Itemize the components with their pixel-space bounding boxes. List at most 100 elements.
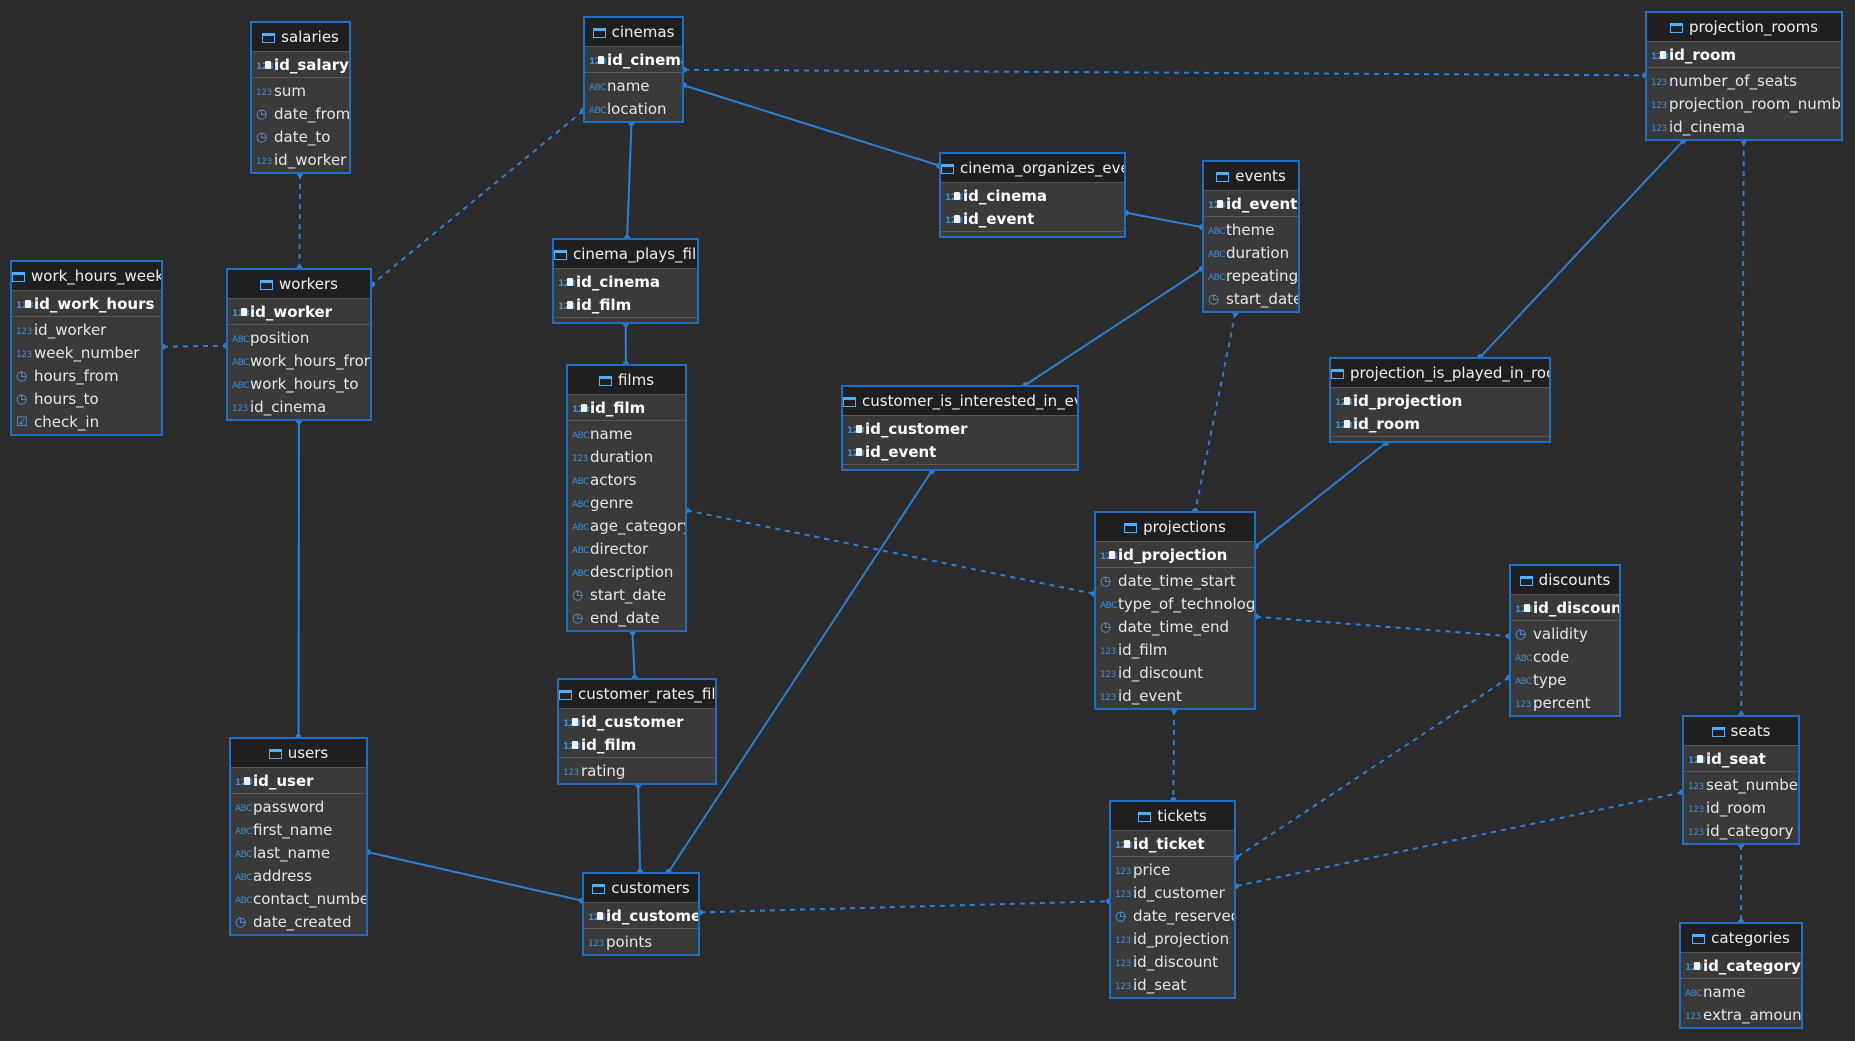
entity-customers[interactable]: customersid_customerpoints bbox=[582, 872, 700, 956]
column-row[interactable]: id_worker bbox=[252, 149, 349, 172]
relation-work-hours-weekly-to-workers[interactable] bbox=[163, 346, 226, 347]
column-row[interactable]: end_date bbox=[568, 607, 685, 630]
relation-seats-to-tickets[interactable] bbox=[1236, 792, 1682, 886]
relation-projection-is-played-in-room-to-projections[interactable] bbox=[1256, 443, 1386, 546]
column-row[interactable]: repeating bbox=[1204, 265, 1298, 288]
primary-key-column[interactable]: id_user bbox=[231, 770, 366, 793]
primary-key-column[interactable]: id_category bbox=[1681, 955, 1801, 978]
relation-events-to-customer-is-interested-in-event[interactable] bbox=[1025, 269, 1202, 385]
column-row[interactable]: description bbox=[568, 561, 685, 584]
column-row[interactable]: duration bbox=[1204, 242, 1298, 265]
column-row[interactable]: id_cinema bbox=[1647, 116, 1841, 139]
entity-header[interactable]: customers bbox=[584, 874, 698, 903]
primary-key-column[interactable]: id_seat bbox=[1684, 748, 1798, 771]
entity-header[interactable]: customer_is_interested_in_event bbox=[843, 387, 1077, 416]
column-row[interactable]: validity bbox=[1511, 623, 1619, 646]
column-row[interactable]: work_hours_from bbox=[228, 350, 370, 373]
primary-key-column[interactable]: id_film bbox=[568, 397, 685, 420]
relation-discounts-to-tickets[interactable] bbox=[1236, 677, 1509, 857]
column-row[interactable]: id_discount bbox=[1096, 662, 1254, 685]
entity-projection-rooms[interactable]: projection_roomsid_roomnumber_of_seatspr… bbox=[1645, 11, 1843, 141]
column-row[interactable]: theme bbox=[1204, 219, 1298, 242]
column-row[interactable]: id_seat bbox=[1111, 974, 1234, 997]
column-row[interactable]: type_of_technology bbox=[1096, 593, 1254, 616]
primary-key-column[interactable]: id_room bbox=[1331, 413, 1549, 436]
entity-customer-rates-film[interactable]: customer_rates_filmid_customerid_filmrat… bbox=[557, 678, 717, 785]
entity-header[interactable]: discounts bbox=[1511, 566, 1619, 595]
column-row[interactable]: number_of_seats bbox=[1647, 70, 1841, 93]
entity-users[interactable]: usersid_user passwordfirst_namelast_namea… bbox=[229, 737, 368, 936]
entity-salaries[interactable]: salariesid_salarysumdate_fromdate_toid_w… bbox=[250, 21, 351, 174]
column-row[interactable]: address bbox=[231, 865, 366, 888]
column-row[interactable]: week_number bbox=[12, 342, 161, 365]
column-row[interactable]: duration bbox=[568, 446, 685, 469]
entity-header[interactable]: seats bbox=[1684, 717, 1798, 746]
entity-header[interactable]: cinema_organizes_event bbox=[941, 154, 1124, 183]
column-row[interactable]: date_reserved bbox=[1111, 905, 1234, 928]
entity-header[interactable]: cinemas bbox=[585, 18, 682, 47]
entity-discounts[interactable]: discountsid_discountvaliditycodetypeperc… bbox=[1509, 564, 1621, 717]
primary-key-column[interactable]: id_event bbox=[1204, 193, 1298, 216]
column-row[interactable]: sum bbox=[252, 80, 349, 103]
relation-customer-is-interested-in-event-to-customers[interactable] bbox=[669, 471, 932, 872]
column-row[interactable]: id_category bbox=[1684, 820, 1798, 843]
primary-key-column[interactable]: id_customer bbox=[559, 711, 715, 734]
column-row[interactable]: seat_number bbox=[1684, 774, 1798, 797]
relation-projections-to-tickets[interactable] bbox=[1173, 710, 1174, 800]
entity-header[interactable]: projection_is_played_in_room bbox=[1331, 359, 1549, 388]
primary-key-column[interactable]: id_cinema bbox=[585, 49, 682, 72]
entity-header[interactable]: workers bbox=[228, 270, 370, 299]
entity-events[interactable]: eventsid_eventthemedurationrepeatingstar… bbox=[1202, 160, 1300, 313]
entity-work-hours-weekly[interactable]: work_hours_weeklyid_work_hoursid_workerw… bbox=[10, 260, 163, 436]
primary-key-column[interactable]: id_ticket bbox=[1111, 833, 1234, 856]
entity-tickets[interactable]: ticketsid_ticketpriceid_customerdate_res… bbox=[1109, 800, 1236, 999]
column-row[interactable]: price bbox=[1111, 859, 1234, 882]
entity-categories[interactable]: categoriesid_categorynameextra_amount bbox=[1679, 922, 1803, 1029]
column-row[interactable]: first_name bbox=[231, 819, 366, 842]
primary-key-column[interactable]: id_event bbox=[941, 208, 1124, 231]
column-row[interactable]: start_date bbox=[1204, 288, 1298, 311]
column-row[interactable]: hours_to bbox=[12, 388, 161, 411]
column-row[interactable]: id_projection bbox=[1111, 928, 1234, 951]
column-row[interactable]: points bbox=[584, 931, 698, 954]
relation-films-to-customer-rates-film[interactable] bbox=[633, 632, 635, 678]
primary-key-column[interactable]: id_projection bbox=[1096, 544, 1254, 567]
column-row[interactable]: code bbox=[1511, 646, 1619, 669]
primary-key-column[interactable]: id_film bbox=[554, 294, 697, 317]
entity-workers[interactable]: workersid_workerpositionwork_hours_fromw… bbox=[226, 268, 372, 421]
column-row[interactable]: location bbox=[585, 98, 682, 121]
column-row[interactable]: position bbox=[228, 327, 370, 350]
entity-header[interactable]: events bbox=[1204, 162, 1298, 191]
column-row[interactable]: hours_from bbox=[12, 365, 161, 388]
column-row[interactable]: contact_number bbox=[231, 888, 366, 911]
entity-header[interactable]: users bbox=[231, 739, 366, 768]
relation-customer-rates-film-to-customers[interactable] bbox=[638, 785, 640, 872]
column-row[interactable]: date_to bbox=[252, 126, 349, 149]
column-row[interactable]: projection_room_number bbox=[1647, 93, 1841, 116]
column-row[interactable]: name bbox=[585, 75, 682, 98]
column-row[interactable]: type bbox=[1511, 669, 1619, 692]
column-row[interactable]: genre bbox=[568, 492, 685, 515]
column-row[interactable]: director bbox=[568, 538, 685, 561]
relation-cinema-organizes-event-to-events[interactable] bbox=[1126, 213, 1202, 227]
column-row[interactable]: check_in bbox=[12, 411, 161, 434]
entity-header[interactable]: tickets bbox=[1111, 802, 1234, 831]
entity-cinema-plays-film[interactable]: cinema_plays_filmid_cinemaid_film bbox=[552, 238, 699, 324]
column-row[interactable]: rating bbox=[559, 760, 715, 783]
relation-events-to-projections[interactable] bbox=[1195, 313, 1235, 511]
entity-projection-is-played-in-room[interactable]: projection_is_played_in_roomid_projectio… bbox=[1329, 357, 1551, 443]
column-row[interactable]: last_name bbox=[231, 842, 366, 865]
primary-key-column[interactable]: id_cinema bbox=[941, 185, 1124, 208]
relation-cinemas-to-cinema-plays-film[interactable] bbox=[627, 123, 631, 238]
entity-seats[interactable]: seatsid_seatseat_numberid_roomid_categor… bbox=[1682, 715, 1800, 845]
entity-projections[interactable]: projectionsid_projectiondate_time_startt… bbox=[1094, 511, 1256, 710]
column-row[interactable]: date_from bbox=[252, 103, 349, 126]
entity-films[interactable]: filmsid_filmnamedurationactorsgenreage_c… bbox=[566, 364, 687, 632]
entity-header[interactable]: salaries bbox=[252, 23, 349, 52]
primary-key-column[interactable]: id_cinema bbox=[554, 271, 697, 294]
column-row[interactable]: id_event bbox=[1096, 685, 1254, 708]
column-row[interactable]: name bbox=[1681, 981, 1801, 1004]
primary-key-column[interactable]: id_discount bbox=[1511, 597, 1619, 620]
column-row[interactable]: password bbox=[231, 796, 366, 819]
